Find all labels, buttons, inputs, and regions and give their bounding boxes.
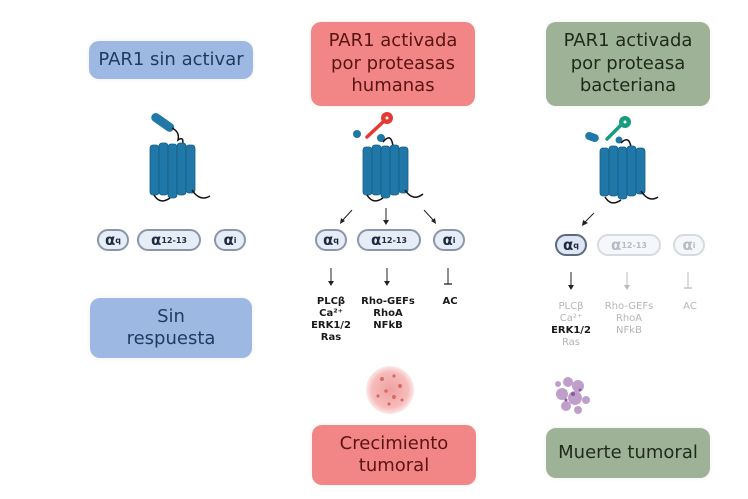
erk-highlight: ERK1/2 (551, 325, 591, 336)
outcome-tumor-death: Muerte tumoral (546, 428, 710, 478)
title-par1-human-protease: PAR1 activada por proteasas humanas (311, 22, 475, 106)
title-par1-bacterial-protease: PAR1 activada por proteasa bacteriana (546, 22, 710, 106)
effector-arrows (568, 272, 692, 290)
receptor-bacterial-icon (585, 116, 659, 204)
tumor-cell-growing-icon (366, 366, 414, 414)
outcome-no-response: Sin respuesta (90, 298, 252, 358)
receptor-icon (149, 113, 211, 202)
signal-arrow (582, 212, 595, 226)
effectors-gi: AC (442, 296, 458, 307)
effectors-gi: AC (683, 301, 697, 312)
tumor-cell-dying-icon (555, 377, 590, 414)
title-text: PAR1 sin activar (98, 48, 244, 70)
signal-arrows (340, 208, 436, 225)
effector-arrows (328, 268, 452, 286)
title-par1-inactive: PAR1 sin activar (89, 41, 253, 79)
receptor-human-icon (353, 112, 424, 202)
outcome-tumor-growth: Crecimiento tumoral (312, 425, 476, 485)
